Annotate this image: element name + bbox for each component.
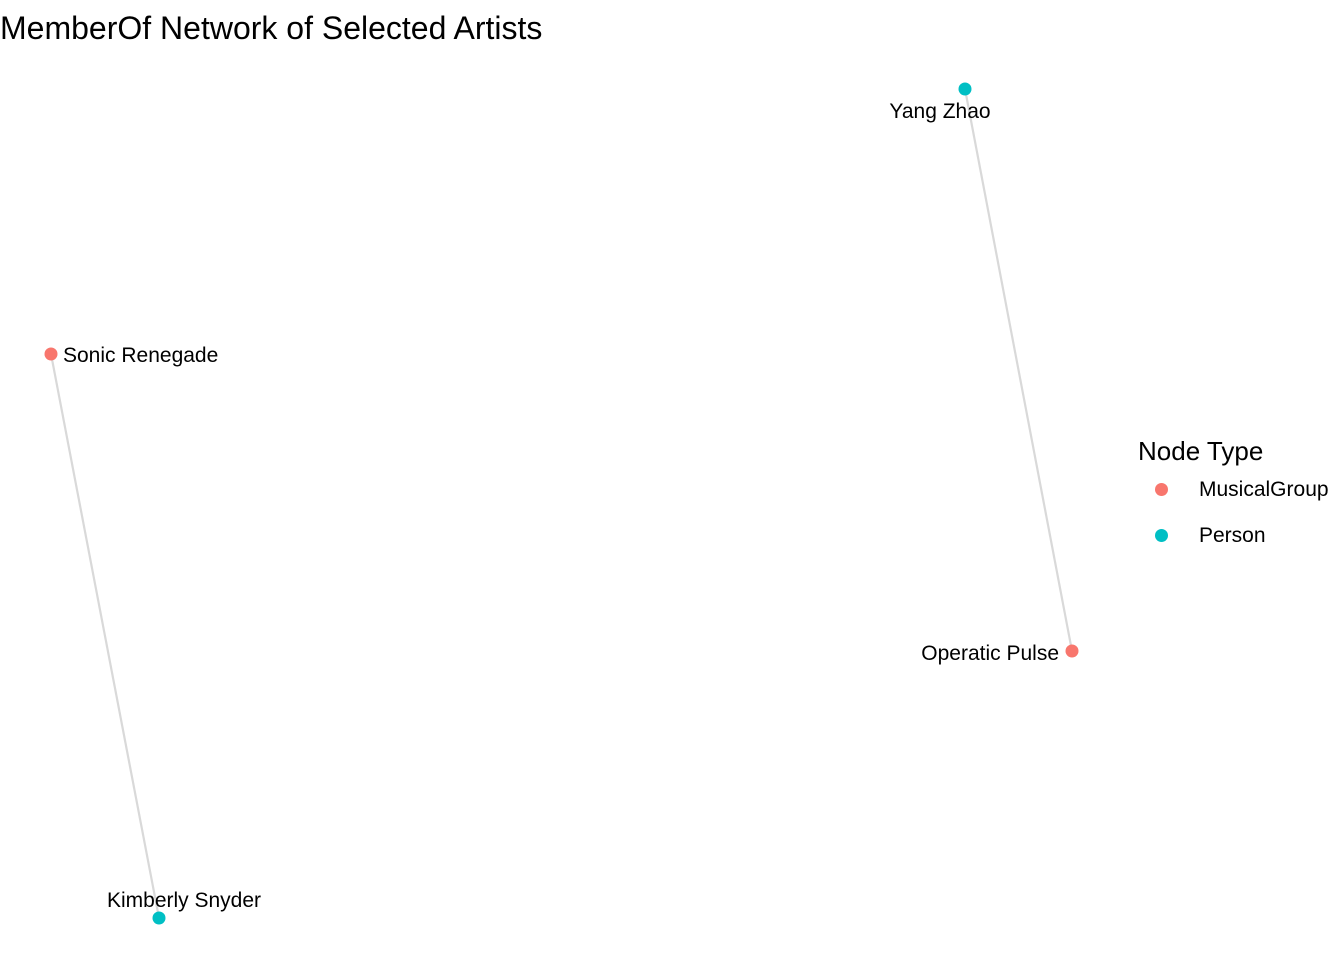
edge-kimberly-snyder-sonic-renegade <box>49 353 161 919</box>
node-operatic-pulse[interactable] <box>1065 644 1079 658</box>
node-label-kimberly-snyder: Kimberly Snyder <box>107 889 261 912</box>
legend-item-person: Person <box>1138 524 1344 570</box>
edge-yang-zhao-operatic-pulse <box>963 88 1074 652</box>
node-label-sonic-renegade: Sonic Renegade <box>63 344 218 367</box>
legend-key-dot <box>1155 529 1168 542</box>
legend-label: Person <box>1199 524 1266 547</box>
node-label-operatic-pulse: Operatic Pulse <box>921 642 1059 665</box>
node-yang-zhao[interactable] <box>958 82 972 96</box>
chart-title: MemberOf Network of Selected Artists <box>0 10 543 46</box>
edges-layer <box>49 88 1074 919</box>
node-label-yang-zhao: Yang Zhao <box>889 100 990 123</box>
node-sonic-renegade[interactable] <box>44 347 58 361</box>
nodes-layer <box>44 82 1079 925</box>
legend-label: MusicalGroup <box>1199 478 1329 501</box>
legend-title: Node Type <box>1138 436 1264 466</box>
legend-item-musicalgroup: MusicalGroup <box>1138 478 1344 524</box>
node-kimberly-snyder[interactable] <box>152 911 166 925</box>
legend-key-dot <box>1155 483 1168 496</box>
